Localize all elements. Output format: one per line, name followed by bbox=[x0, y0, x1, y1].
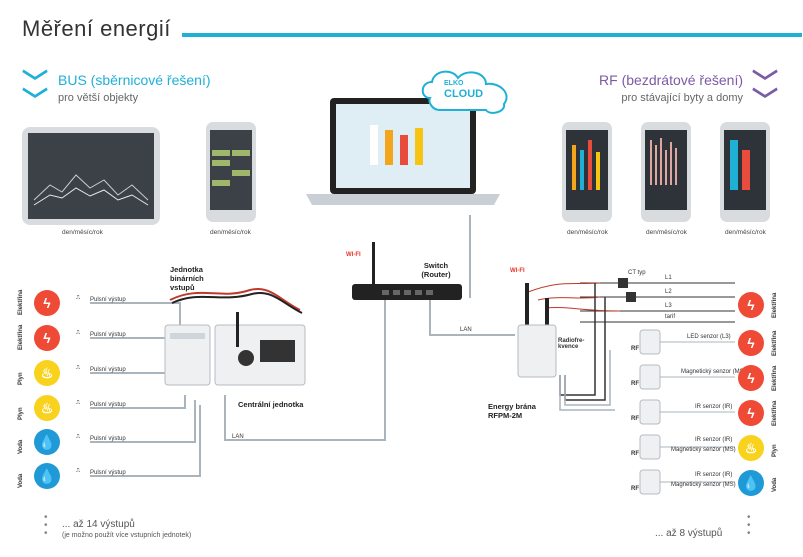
bus-row: Plyn ♨ ⎍ Pulsní výstup bbox=[18, 394, 138, 422]
bus-row: Voda 💧 ⎍ Pulsní výstup bbox=[18, 428, 138, 456]
meter-type-label: Voda bbox=[772, 477, 778, 492]
rf-phone-caption-3: den/měsíc/rok bbox=[725, 229, 766, 236]
bus-subheading: pro větší objekty bbox=[58, 92, 139, 104]
rf-phone-caption-1: den/měsíc/rok bbox=[567, 229, 608, 236]
bus-row: Plyn ♨ ⎍ Pulsní výstup bbox=[18, 359, 138, 387]
lightning-icon: ϟ bbox=[34, 290, 60, 316]
gateway-label: Energy brána RFPM-2M bbox=[488, 402, 536, 420]
lightning-icon: ϟ bbox=[34, 325, 60, 351]
sensor-label: IR senzor (IR) bbox=[695, 437, 733, 443]
drop-icon: 💧 bbox=[34, 429, 60, 455]
lan-label-1: LAN bbox=[232, 434, 244, 440]
meter-type-label: Plyn bbox=[772, 444, 778, 457]
flame-icon: ♨ bbox=[34, 360, 60, 386]
ct-label: CT typ bbox=[628, 270, 646, 276]
bus-row: Voda 💧 ⎍ Pulsní výstup bbox=[18, 462, 138, 490]
title-underline bbox=[182, 33, 802, 37]
rf-row: RF LED senzor (L3) ϟ Elektřina bbox=[625, 328, 803, 358]
wifi-label-2: WI-FI bbox=[510, 268, 525, 274]
radio-label: Radiofre-kvence bbox=[558, 338, 585, 350]
sensor-label-2: Magnetický senzor (MS) bbox=[671, 482, 736, 488]
bus-outputs-note: ... až 14 výstupů bbox=[62, 519, 135, 530]
rf-outputs-note: ... až 8 výstupů bbox=[655, 528, 723, 539]
meter-type-label: Plyn bbox=[18, 407, 24, 420]
bus-heading: BUS (sběrnicové řešení) bbox=[58, 72, 211, 88]
rf-phone-caption-2: den/měsíc/rok bbox=[646, 229, 687, 236]
rf-row: RF Magnetický senzor (MS) ϟ Elektřina bbox=[625, 363, 803, 393]
cloud-label: CLOUD bbox=[444, 88, 484, 100]
pulse-icon: ⎍ bbox=[76, 468, 81, 474]
bus-row: Elektřina ϟ ⎍ Pulsní výstup bbox=[18, 324, 138, 352]
sensor-label: IR senzor (IR) bbox=[695, 472, 733, 478]
meter-type-label: Elektřina bbox=[772, 400, 778, 426]
rf-row: RF IR senzor (IR) Magnetický senzor (MS)… bbox=[625, 433, 803, 463]
pulse-icon: ⎍ bbox=[76, 434, 81, 440]
pulse-output-label: Pulsní výstup bbox=[90, 367, 126, 373]
lightning-icon: ϟ bbox=[738, 400, 764, 426]
bus-units-note: (je možno použít více vstupních jednotek… bbox=[62, 532, 192, 539]
sensor-label: Magnetický senzor (MS) bbox=[681, 369, 746, 375]
meter-type-label: Elektřina bbox=[772, 365, 778, 391]
flame-icon: ♨ bbox=[738, 435, 764, 461]
switch-label: Switch (Router) bbox=[421, 261, 451, 279]
pulse-icon: ⎍ bbox=[76, 330, 81, 336]
chevron-down-icon: ﹀﹀ bbox=[752, 68, 779, 117]
drop-icon: 💧 bbox=[738, 470, 764, 496]
line-tarif: tarif bbox=[665, 314, 676, 320]
pulse-icon: ⎍ bbox=[76, 295, 81, 301]
chevron-down-icon: ﹀﹀ bbox=[22, 68, 49, 117]
pulse-output-label: Pulsní výstup bbox=[90, 297, 126, 303]
meter-type-label: Elektřina bbox=[772, 292, 778, 318]
continuation-dots: ••• bbox=[44, 512, 48, 539]
continuation-dots: ••• bbox=[747, 512, 751, 539]
line-l2: L2 bbox=[665, 289, 672, 295]
sensor-label-2: Magnetický senzor (MS) bbox=[671, 447, 736, 453]
line-l3: L3 bbox=[665, 303, 672, 309]
lightning-icon: ϟ bbox=[738, 365, 764, 391]
rf-tag: RF bbox=[631, 381, 639, 387]
drop-icon: 💧 bbox=[34, 463, 60, 489]
pulse-output-label: Pulsní výstup bbox=[90, 470, 126, 476]
bus-row: Elektřina ϟ ⎍ Pulsní výstup bbox=[18, 289, 138, 317]
meter-type-label: Elektřina bbox=[18, 289, 24, 315]
rf-tag: RF bbox=[631, 346, 639, 352]
sensor-label: LED senzor (L3) bbox=[687, 334, 731, 340]
rf-tag: RF bbox=[631, 451, 639, 457]
rf-tag: RF bbox=[631, 486, 639, 492]
rf-tag: RF bbox=[631, 416, 639, 422]
meter-type-label: Elektřina bbox=[18, 324, 24, 350]
line-l1: L1 bbox=[665, 275, 672, 281]
wifi-label-1: WI-FI bbox=[346, 252, 361, 258]
rf-row: RF IR senzor (IR) ϟ Elektřina bbox=[625, 398, 803, 428]
page-title: Měření energií bbox=[22, 16, 171, 41]
pulse-output-label: Pulsní výstup bbox=[90, 332, 126, 338]
lan-label-2: LAN bbox=[460, 327, 472, 333]
cloud-brand: ELKO bbox=[444, 80, 464, 87]
sensor-label: IR senzor (IR) bbox=[695, 404, 733, 410]
meter-type-label: Voda bbox=[18, 473, 24, 488]
meter-type-label: Elektřina bbox=[772, 330, 778, 356]
binary-unit-label: Jednotka binárních vstupů bbox=[170, 265, 204, 292]
lightning-icon: ϟ bbox=[738, 292, 764, 318]
flame-icon: ♨ bbox=[34, 395, 60, 421]
lightning-icon: ϟ bbox=[738, 330, 764, 356]
pulse-output-label: Pulsní výstup bbox=[90, 402, 126, 408]
central-unit-label: Centrální jednotka bbox=[238, 400, 304, 409]
rf-row: RF IR senzor (IR) Magnetický senzor (MS)… bbox=[625, 468, 803, 498]
rf-subheading: pro stávající byty a domy bbox=[621, 92, 743, 104]
rf-heading: RF (bezdrátové řešení) bbox=[599, 72, 743, 88]
meter-type-label: Plyn bbox=[18, 372, 24, 385]
pulse-output-label: Pulsní výstup bbox=[90, 436, 126, 442]
pulse-icon: ⎍ bbox=[76, 365, 81, 371]
tablet-caption: den/měsíc/rok bbox=[62, 229, 103, 236]
bus-phone-caption: den/měsíc/rok bbox=[210, 229, 251, 236]
pulse-icon: ⎍ bbox=[76, 400, 81, 406]
meter-type-label: Voda bbox=[18, 439, 24, 454]
